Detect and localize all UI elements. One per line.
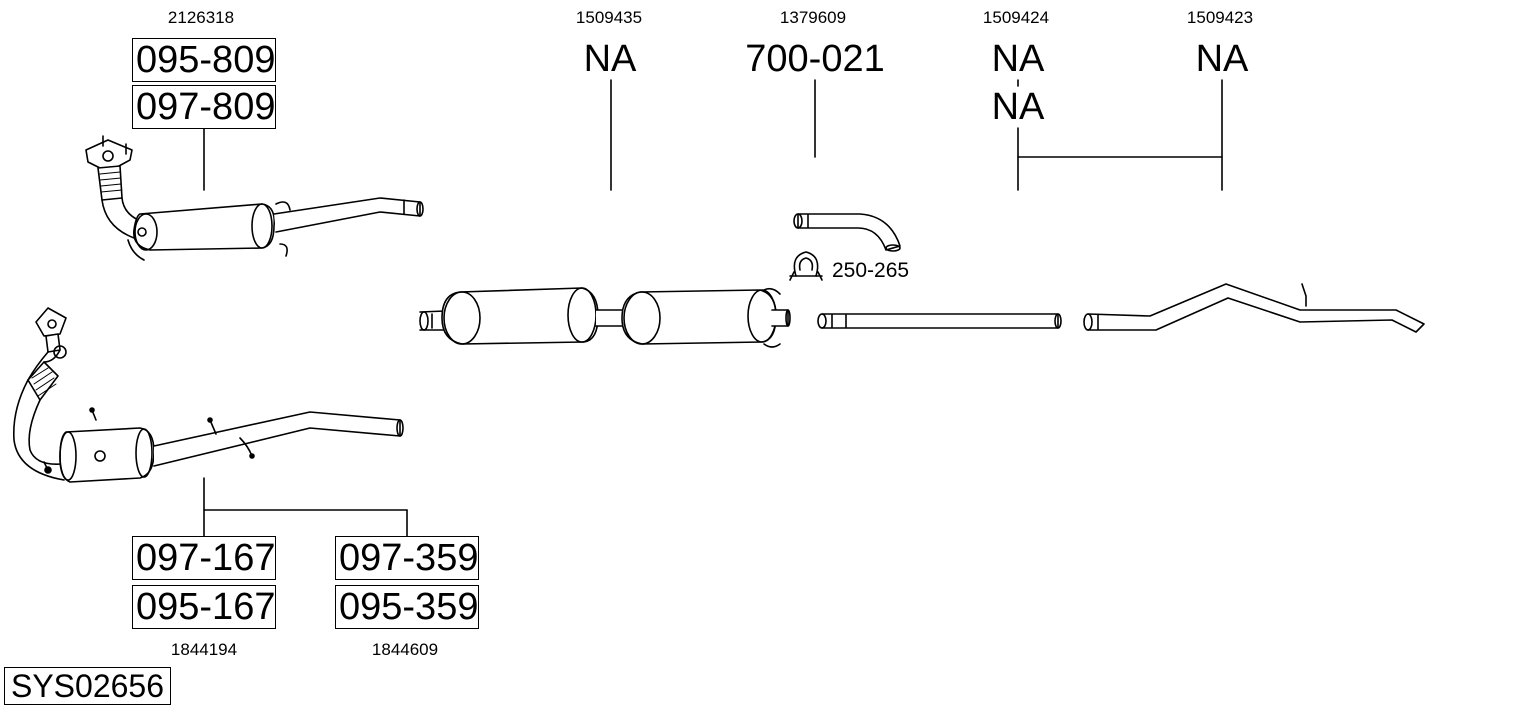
- connecting-pipe-part: 700-021: [745, 38, 885, 80]
- centre-silencer-part: NA: [583, 38, 637, 80]
- rear-pipe-drawing: [1084, 284, 1424, 332]
- middle-pipe-part-2: NA: [991, 86, 1045, 128]
- centre-silencer-drawing: [420, 288, 790, 347]
- middle-pipe-ref: 1509424: [982, 8, 1050, 27]
- connecting-pipe-drawing: [794, 214, 900, 251]
- catalyst-b-part-1: 097-359: [335, 536, 479, 580]
- catalyst-drawing: [14, 308, 403, 482]
- catalyst-a-ref: 1844194: [170, 640, 238, 659]
- catalyst-a-part-1: 097-167: [132, 536, 276, 580]
- catalyst-b-part-2: 095-359: [335, 585, 479, 629]
- clamp-label: 250-265: [832, 259, 910, 282]
- catalyst-a-part-2: 095-167: [132, 585, 276, 629]
- clamp-icon: [790, 252, 822, 280]
- front-pipe-ref: 2126318: [167, 8, 235, 27]
- connecting-pipe-ref: 1379609: [779, 8, 847, 27]
- middle-pipe-drawing: [818, 314, 1061, 328]
- middle-pipe-part-1: NA: [991, 38, 1045, 80]
- front-pipe-part-1: 095-809: [132, 38, 276, 82]
- centre-silencer-ref: 1509435: [575, 8, 643, 27]
- rear-pipe-ref: 1509423: [1186, 8, 1254, 27]
- catalyst-b-ref: 1844609: [371, 640, 439, 659]
- front-pipe-part-2: 097-809: [132, 85, 276, 129]
- leader-lines: [204, 80, 1222, 536]
- rear-pipe-part: NA: [1195, 38, 1249, 80]
- system-id-label: SYS02656: [4, 667, 171, 705]
- front-pipe-drawing: [86, 136, 423, 260]
